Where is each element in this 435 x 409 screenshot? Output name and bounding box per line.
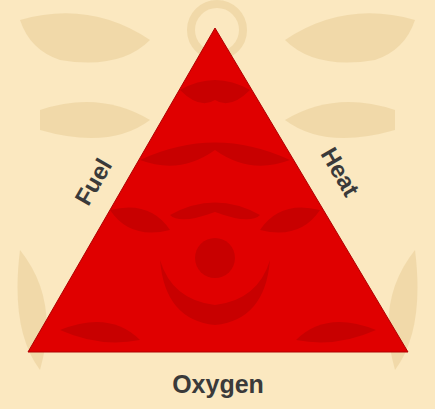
triangle-pattern [60, 80, 376, 342]
watermark [18, 4, 418, 370]
fire-triangle [28, 28, 408, 352]
base-label: Oxygen [172, 370, 264, 399]
